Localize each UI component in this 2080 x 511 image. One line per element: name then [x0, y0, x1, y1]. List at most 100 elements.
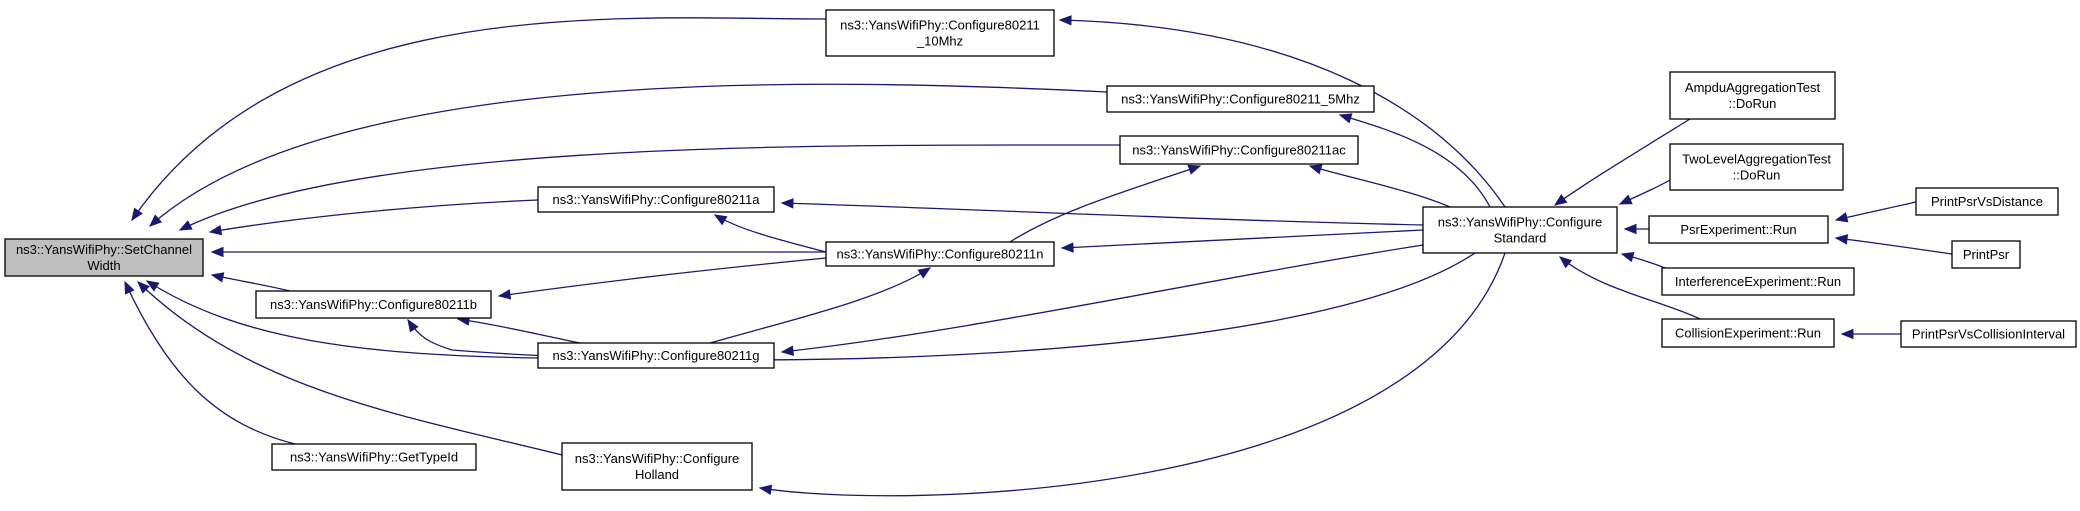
- edge-cfg_5mhz-to-set_channel_width: [149, 83, 1108, 227]
- node-print-psr[interactable]: PrintPsr: [1951, 240, 2021, 269]
- edge-arrowhead: [1058, 15, 1072, 26]
- edge-cfg_n-to-set_channel_width: [210, 246, 826, 258]
- node-print-psr-collision[interactable]: PrintPsrVsCollisionInterval: [1900, 320, 2077, 348]
- node-box: [4, 238, 204, 277]
- edge-cfg_n-to-cfg_b: [497, 257, 827, 300]
- node-box: [1661, 267, 1855, 296]
- edge-line: [781, 244, 1424, 353]
- edge-print_psr-to-psr_run: [1834, 234, 1953, 255]
- edge-line: [209, 199, 539, 233]
- edge-arrowhead: [780, 198, 794, 209]
- node-box: [1915, 187, 2059, 216]
- edge-arrowhead: [1308, 164, 1323, 175]
- edge-cfg_g-to-cfg_b: [456, 315, 581, 344]
- edge-arrowhead: [137, 281, 150, 294]
- node-label: ns3::YansWifiPhy::Configure80211n: [837, 247, 1044, 262]
- node-cfg-a[interactable]: ns3::YansWifiPhy::Configure80211a: [537, 186, 775, 213]
- node-get-type-id[interactable]: ns3::YansWifiPhy::GetTypeId: [271, 443, 477, 471]
- edge-twolevel_test-to-cfg_standard: [1618, 179, 1671, 205]
- edge-line: [179, 144, 1121, 231]
- node-cfg-g[interactable]: ns3::YansWifiPhy::Configure80211g: [537, 342, 775, 369]
- edge-line: [1309, 165, 1451, 208]
- node-box: [1669, 71, 1836, 120]
- node-label: PrintPsr: [1963, 247, 2010, 262]
- node-cfg-n[interactable]: ns3::YansWifiPhy::Configure80211n: [825, 241, 1055, 267]
- node-box: [825, 9, 1055, 57]
- edge-arrowhead: [713, 214, 728, 226]
- edge-arrowhead: [1834, 234, 1849, 245]
- node-cfg-b[interactable]: ns3::YansWifiPhy::Configure80211b: [255, 290, 492, 319]
- edge-line: [407, 252, 1476, 361]
- node-label: ns3::YansWifiPhy::GetTypeId: [290, 450, 458, 465]
- edge-arrowhead: [124, 280, 135, 295]
- edge-print_psr_collision-to-collision_run: [1840, 328, 1901, 340]
- edge-arrowhead: [1060, 242, 1074, 253]
- edge-arrowhead: [1623, 223, 1637, 235]
- node-box: [1900, 320, 2077, 348]
- edge-cfg_standard-to-cfg_holland: [758, 252, 1506, 497]
- node-box: [1661, 318, 1835, 348]
- node-box: [537, 186, 775, 213]
- edge-arrowhead: [1553, 194, 1568, 206]
- node-cfg-5mhz[interactable]: ns3::YansWifiPhy::Configure80211_5Mhz: [1106, 85, 1375, 113]
- edge-line: [146, 280, 539, 359]
- edge-line: [131, 17, 827, 221]
- edge-arrowhead: [1338, 113, 1353, 124]
- node-collision-run[interactable]: CollisionExperiment::Run: [1661, 318, 1835, 348]
- nodes-layer: ns3::YansWifiPhy::SetChannelWidthns3::Ya…: [4, 9, 2077, 491]
- node-cfg-10mhz[interactable]: ns3::YansWifiPhy::Configure80211_10Mhz: [825, 9, 1055, 57]
- node-label: ns3::YansWifiPhy::Configure80211ac: [1132, 143, 1346, 158]
- node-label: CollisionExperiment::Run: [1675, 326, 1821, 341]
- edge-cfg_standard-to-cfg_b: [407, 252, 1476, 361]
- edge-line: [124, 281, 296, 445]
- edge-interference_run-to-cfg_standard: [1620, 252, 1666, 269]
- edge-cfg_standard-to-cfg_10mhz: [1058, 15, 1506, 208]
- edge-line: [149, 83, 1108, 227]
- edge-cfg_standard-to-cfg_g: [780, 244, 1424, 356]
- node-cfg-ac[interactable]: ns3::YansWifiPhy::Configure80211ac: [1119, 135, 1359, 165]
- edge-psr_run-to-cfg_standard: [1623, 223, 1650, 235]
- node-print-psr-distance[interactable]: PrintPsrVsDistance: [1915, 187, 2059, 216]
- edge-arrowhead: [780, 345, 794, 356]
- node-label: InterferenceExperiment::Run: [1675, 274, 1841, 289]
- node-box: [1669, 143, 1844, 191]
- node-label: PrintPsrVsDistance: [1931, 194, 2043, 209]
- edge-line: [709, 267, 931, 344]
- edge-arrowhead: [1618, 194, 1633, 205]
- edge-cfg_10mhz-to-set_channel_width: [131, 17, 827, 222]
- edge-cfg_b-to-set_channel_width: [210, 272, 291, 292]
- node-psr-run[interactable]: PsrExperiment::Run: [1648, 215, 1829, 244]
- edge-cfg_a-to-set_channel_width: [208, 199, 539, 236]
- edge-arrowhead: [131, 207, 143, 222]
- node-label: ns3::YansWifiPhy::Configure80211a: [553, 192, 761, 207]
- node-box: [1422, 206, 1618, 254]
- edge-line: [498, 257, 827, 297]
- edge-cfg_g-to-cfg_n: [709, 267, 932, 344]
- edge-cfg_standard-to-cfg_n: [1060, 229, 1424, 253]
- node-label: AmpduAggregationTest: [1685, 80, 1821, 95]
- edge-arrowhead: [1187, 164, 1202, 175]
- edges-layer: [124, 15, 1953, 497]
- edge-arrowhead: [210, 272, 225, 283]
- node-label: Standard: [1494, 231, 1547, 246]
- edge-line: [759, 252, 1506, 497]
- node-twolevel-test[interactable]: TwoLevelAggregationTest::DoRun: [1669, 143, 1844, 191]
- node-label: ::DoRun: [1729, 96, 1777, 111]
- edge-arrowhead: [210, 246, 224, 258]
- edge-collision_run-to-cfg_standard: [1558, 256, 1701, 320]
- node-label: PrintPsrVsCollisionInterval: [1912, 327, 2065, 342]
- edge-line: [457, 318, 581, 344]
- edge-line: [211, 274, 291, 292]
- edge-cfg_g-to-set_channel_width: [145, 280, 539, 359]
- node-label: ns3::YansWifiPhy::Configure: [575, 451, 740, 466]
- node-ampdu-test[interactable]: AmpduAggregationTest::DoRun: [1669, 71, 1836, 120]
- node-box: [825, 241, 1055, 267]
- node-box: [1951, 240, 2021, 269]
- edge-line: [1339, 114, 1491, 208]
- node-interference-run[interactable]: InterferenceExperiment::Run: [1661, 267, 1855, 296]
- edge-cfg_holland-to-set_channel_width: [137, 281, 563, 456]
